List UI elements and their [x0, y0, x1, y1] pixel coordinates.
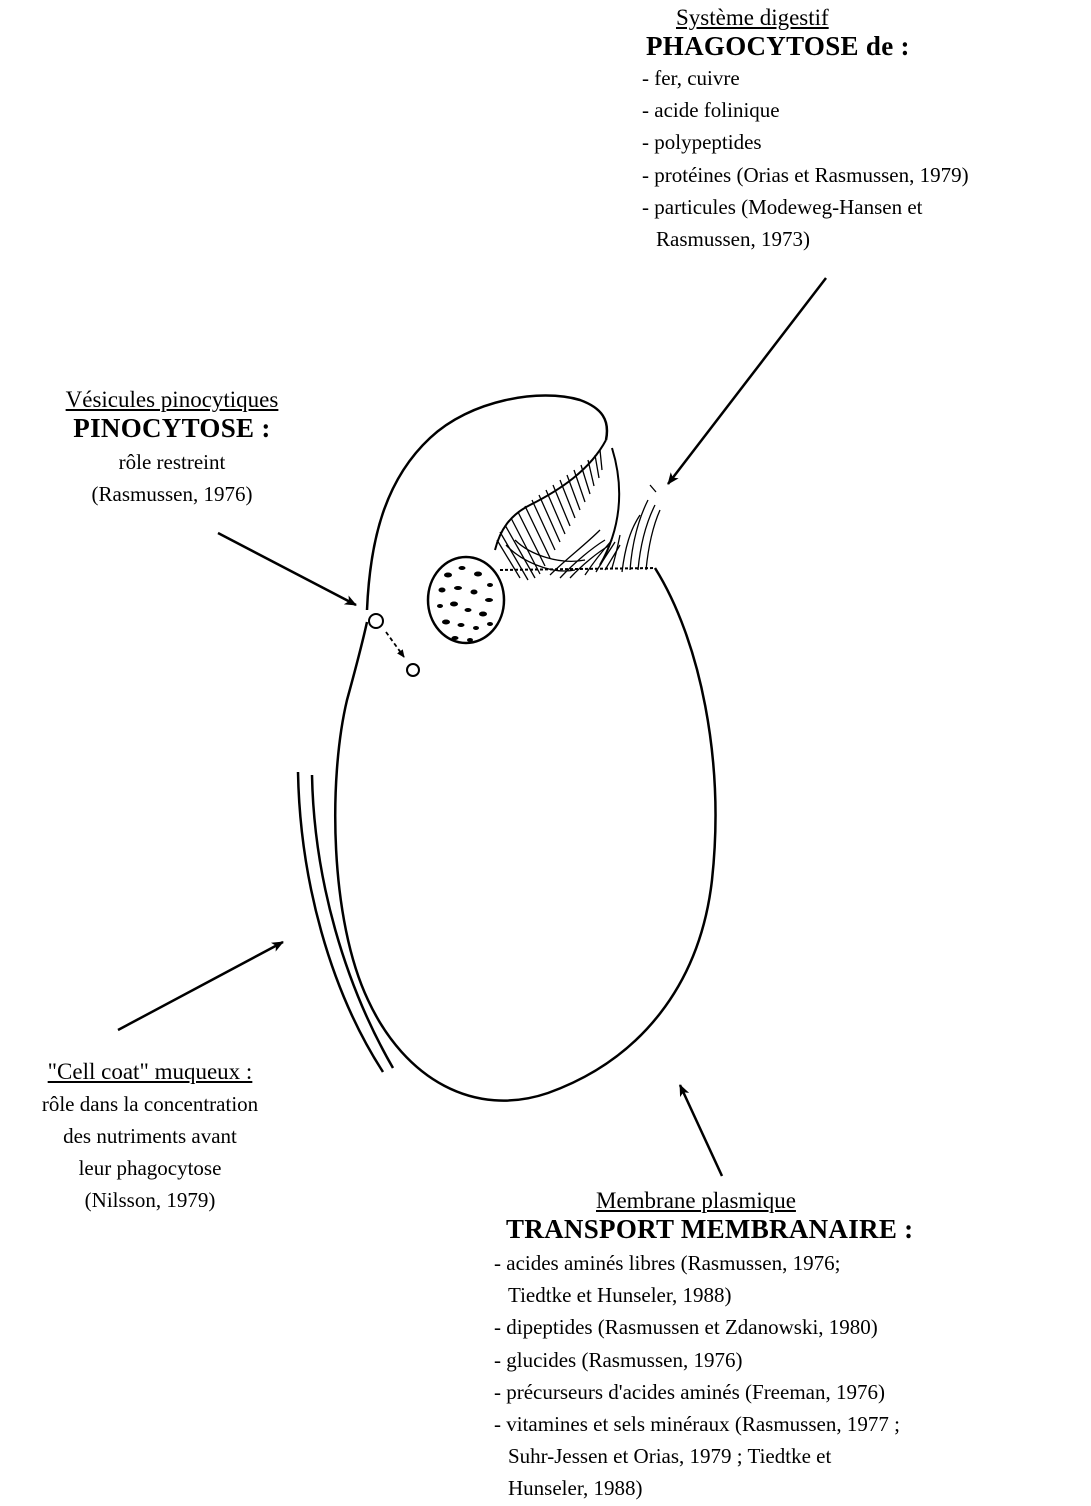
pinocytose-title: Vésicules pinocytiques	[22, 386, 322, 414]
digestif-line: Rasmussen, 1973)	[642, 227, 1087, 252]
pinocytose-line: rôle restreint	[22, 450, 322, 475]
cellcoat-line: des nutriments avant	[0, 1124, 300, 1149]
cellcoat-line: rôle dans la concentration	[0, 1092, 300, 1117]
oral-apparatus	[495, 440, 660, 580]
arrow-digestif	[668, 278, 826, 484]
digestif-line: - fer, cuivre	[642, 66, 1087, 91]
membrane-line: Hunseler, 1988)	[494, 1476, 1084, 1501]
membrane-line: - vitamines et sels minéraux (Rasmussen,…	[494, 1412, 1084, 1437]
pinocytose-block: Vésicules pinocytiques PINOCYTOSE : rôle…	[22, 386, 322, 507]
membrane-line: Suhr-Jessen et Orias, 1979 ; Tiedtke et	[494, 1444, 1084, 1469]
digestif-heading: PHAGOCYTOSE de :	[646, 30, 1087, 62]
digestif-line: - acide folinique	[642, 98, 1087, 123]
digestif-line: - polypeptides	[642, 130, 1087, 155]
digestif-line: - particules (Modeweg-Hansen et	[642, 195, 1087, 220]
digestif-title: Système digestif	[676, 4, 1087, 32]
food-vacuole	[428, 557, 504, 643]
pinocytose-heading: PINOCYTOSE :	[22, 412, 322, 444]
pinocytic-vesicle	[407, 664, 419, 676]
cell-outline	[335, 568, 715, 1101]
arrow-cellcoat	[118, 942, 283, 1030]
membrane-line: Tiedtke et Hunseler, 1988)	[494, 1283, 1084, 1308]
membrane-heading: TRANSPORT MEMBRANAIRE :	[506, 1213, 1084, 1245]
digestif-block: Système digestif PHAGOCYTOSE de : - fer,…	[642, 4, 1087, 252]
cellcoat-line: leur phagocytose	[0, 1156, 300, 1181]
arrow-membrane	[680, 1085, 722, 1176]
membrane-title: Membrane plasmique	[596, 1187, 1084, 1215]
pinocytic-vesicle-forming	[369, 614, 383, 628]
cellcoat-line: (Nilsson, 1979)	[0, 1188, 300, 1213]
membrane-line: - précurseurs d'acides aminés (Freeman, …	[494, 1380, 1084, 1405]
membrane-block: Membrane plasmique TRANSPORT MEMBRANAIRE…	[494, 1187, 1084, 1501]
cellcoat-block: "Cell coat" muqueux : rôle dans la conce…	[0, 1058, 300, 1213]
arrow-pinocytose	[218, 533, 356, 605]
pinocytose-line: (Rasmussen, 1976)	[22, 482, 322, 507]
membrane-line: - dipeptides (Rasmussen et Zdanowski, 19…	[494, 1315, 1084, 1340]
digestif-line: - protéines (Orias et Rasmussen, 1979)	[642, 163, 1087, 188]
membrane-line: - acides aminés libres (Rasmussen, 1976;	[494, 1251, 1084, 1276]
membrane-line: - glucides (Rasmussen, 1976)	[494, 1348, 1084, 1373]
cellcoat-title: "Cell coat" muqueux :	[0, 1058, 300, 1086]
